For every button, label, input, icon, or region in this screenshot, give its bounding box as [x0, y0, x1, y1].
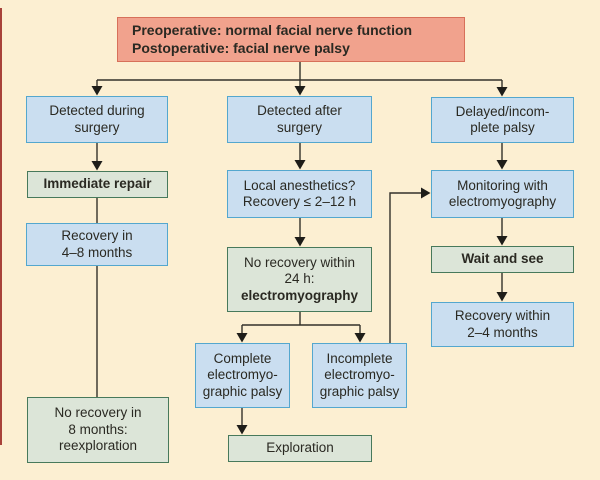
node-detected-during-surgery: Detected during surgery: [26, 96, 168, 143]
node-text-bold: electromyography: [240, 287, 359, 303]
node-detected-after-surgery: Detected after surgery: [227, 96, 372, 143]
node-incomplete-electromyographic-palsy: Incomplete electromyo- graphic palsy: [312, 343, 407, 408]
node-no-recovery-8-months-reexploration: No recovery in 8 months: reexploration: [27, 397, 169, 463]
node-recovery-4-8-months: Recovery in 4–8 months: [26, 223, 168, 266]
node-complete-electromyographic-palsy: Complete electromyo- graphic palsy: [195, 343, 290, 408]
node-wait-and-see: Wait and see: [431, 246, 574, 273]
node-monitoring-electromyography: Monitoring with electromyography: [431, 170, 574, 218]
node-local-anesthetics: Local anesthetics? Recovery ≤ 2–12 h: [227, 170, 372, 218]
left-margin-rule: [0, 8, 2, 445]
node-root-pre-postoperative: Preoperative: normal facial nerve functi…: [117, 17, 465, 62]
node-no-recovery-24h-electromyography: No recovery within 24 h: electromyograph…: [227, 247, 372, 312]
node-exploration: Exploration: [228, 435, 372, 462]
node-immediate-repair: Immediate repair: [27, 171, 168, 198]
node-recovery-2-4-months: Recovery within 2–4 months: [431, 302, 574, 347]
node-delayed-incomplete-palsy: Delayed/incom- plete palsy: [431, 97, 574, 143]
node-text-normal: No recovery within 24 h:: [243, 254, 356, 287]
